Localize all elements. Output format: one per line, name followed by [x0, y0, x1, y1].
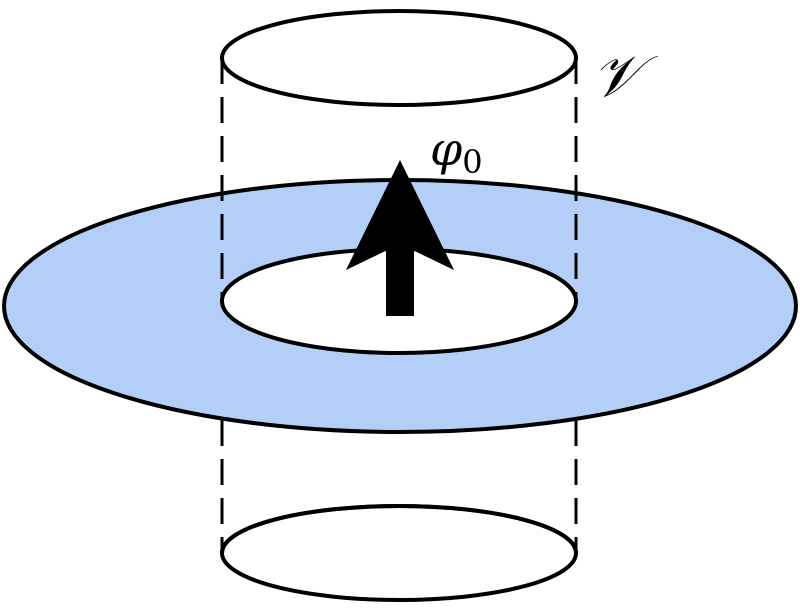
volume-label: 𝒱: [592, 42, 658, 110]
flux-symbol: φ: [430, 122, 463, 176]
bottom-cap-back-edge: [220, 504, 578, 554]
top-cylinder-cap: [220, 9, 578, 107]
bottom-cylinder-cap: [220, 504, 578, 602]
flux-arrow-head: [346, 160, 454, 270]
flux-label: φ0: [430, 122, 483, 181]
flux-arrow-shaft: [386, 238, 414, 316]
arrow-up-icon: [346, 160, 454, 316]
flux-subscript: 0: [462, 143, 482, 181]
